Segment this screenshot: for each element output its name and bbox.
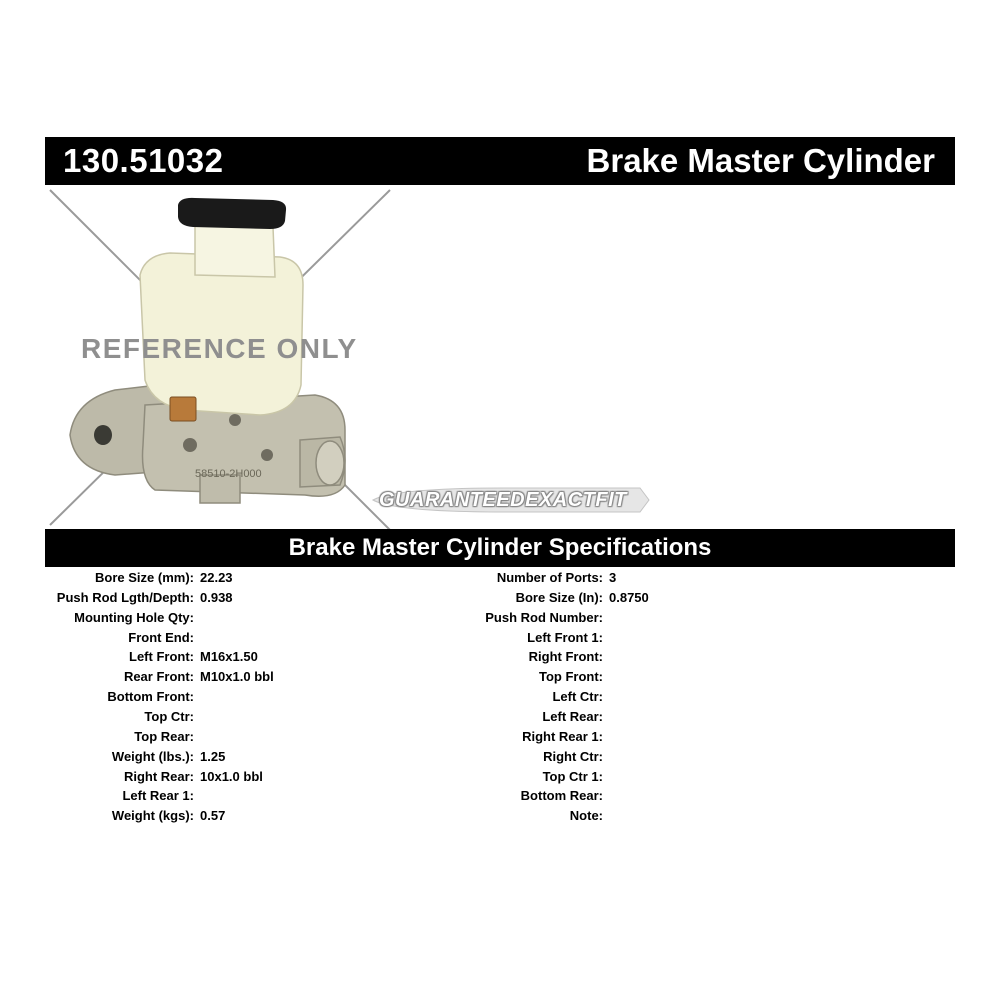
spec-label-left: Left Front:	[129, 649, 194, 665]
port-hole	[183, 438, 197, 452]
spec-label-left: Push Rod Lgth/Depth:	[56, 589, 194, 605]
spec-label-right: Bore Size (In):	[515, 589, 603, 605]
spec-label-left: Top Ctr:	[144, 708, 194, 724]
title-bar: 130.51032 Brake Master Cylinder	[45, 137, 955, 185]
spec-label-left: Top Rear:	[134, 728, 194, 744]
port-hole	[229, 414, 241, 426]
guarantee-text: GUARANTEEDEXACTFIT	[379, 489, 627, 511]
spec-value-right: 3	[609, 570, 617, 585]
spec-label-right: Top Front:	[538, 669, 603, 685]
spec-value-right: 0.8750	[609, 589, 649, 605]
bottom-port	[199, 474, 241, 504]
spec-label-right: Bottom Rear:	[520, 788, 603, 804]
port-hole	[261, 449, 273, 461]
spec-value-left: M10x1.0 bbl	[200, 669, 274, 685]
spec-label-right: Note:	[569, 808, 603, 824]
reservoir-neck	[194, 224, 276, 278]
spec-label-left: Rear Front:	[123, 669, 194, 685]
spec-label-right: Left Front 1:	[527, 629, 603, 645]
bore-end	[315, 440, 345, 486]
spec-label-right: Top Ctr 1:	[542, 768, 603, 784]
spec-label-left: Mounting Hole Qty:	[74, 609, 194, 625]
level-sensor-connector	[169, 396, 197, 422]
spec-label-left: Right Rear:	[123, 768, 194, 784]
spec-value-left: M16x1.50	[200, 649, 258, 665]
spec-label-left: Bottom Front:	[107, 689, 194, 705]
spec-label-right: Number of Ports:	[496, 570, 603, 585]
spec-value-left: 0.938	[200, 589, 233, 605]
spec-label-right: Push Rod Number:	[485, 609, 603, 625]
spec-label-left: Weight (lbs.):	[111, 748, 194, 764]
fluid-reservoir	[139, 252, 304, 416]
spec-label-left: Front End:	[128, 629, 194, 645]
spec-title: Brake Master Cylinder Specifications	[288, 534, 712, 561]
spec-value-left: 0.57	[200, 808, 226, 824]
casting-text: 58510-2H000	[195, 468, 262, 480]
master-cylinder-illustration: 58510-2H000	[49, 189, 391, 530]
mounting-hole	[94, 425, 112, 445]
part-number: 130.51032	[63, 142, 224, 179]
spec-label-left: Left Rear 1:	[122, 788, 194, 804]
spec-label-right: Left Ctr:	[552, 689, 603, 705]
reference-watermark: REFERENCE ONLY	[81, 333, 358, 364]
spec-label-left: Bore Size (mm):	[95, 570, 194, 585]
spec-label-right: Left Rear:	[542, 708, 603, 724]
spec-label-right: Right Ctr:	[543, 748, 603, 764]
reservoir-cap	[178, 197, 287, 229]
spec-title-bar: Brake Master Cylinder Specifications	[45, 529, 955, 567]
product-image: 58510-2H000 REFERENCE ONLY GUARANTEEDEXA…	[45, 185, 665, 530]
guarantee-badge: GUARANTEEDEXACTFIT	[355, 485, 655, 515]
part-title: Brake Master Cylinder	[586, 142, 935, 179]
spec-value-left: 22.23	[200, 570, 233, 585]
spec-label-right: Right Rear 1:	[522, 728, 603, 744]
spec-value-left: 1.25	[200, 748, 226, 764]
spec-label-left: Weight (kgs):	[111, 808, 194, 824]
spec-value-left: 10x1.0 bbl	[200, 768, 263, 784]
spec-label-right: Right Front:	[528, 649, 603, 665]
badge-swoosh	[371, 487, 650, 513]
